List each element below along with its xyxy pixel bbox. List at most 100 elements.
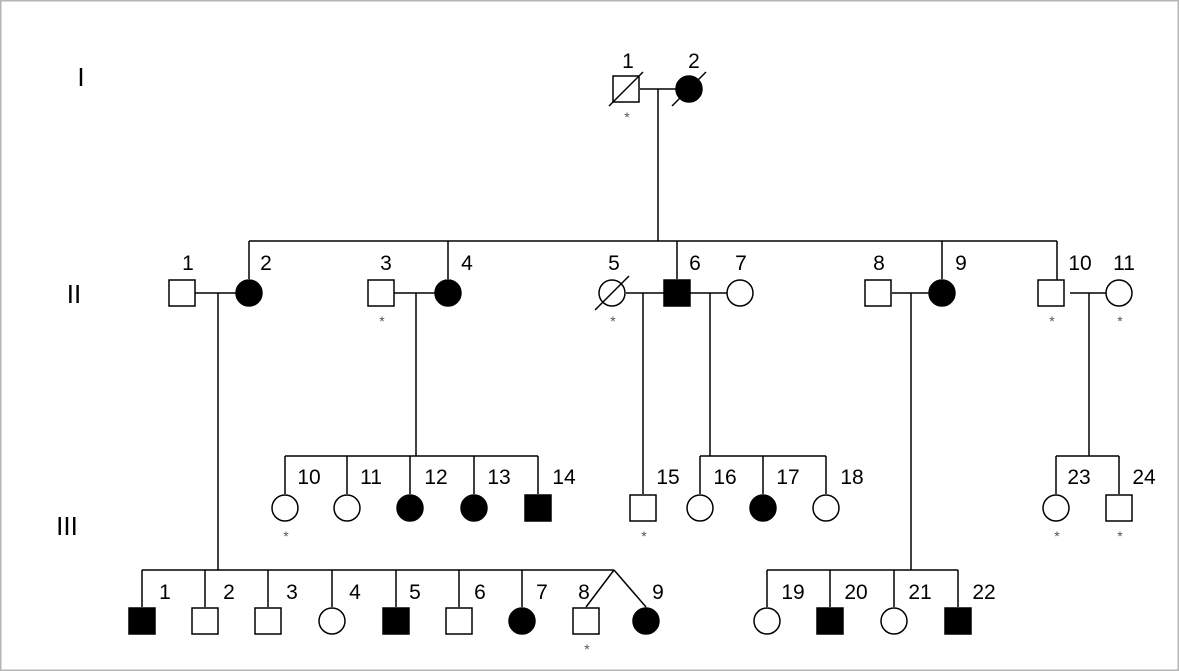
deceased-slash xyxy=(671,71,707,107)
affected-female-circle xyxy=(235,279,263,307)
unaffected-male-square xyxy=(367,279,395,307)
affected-female-circle xyxy=(928,279,956,307)
individual-II-3: 3* xyxy=(367,252,395,329)
individual-I-2: 2 xyxy=(671,50,707,107)
id-label-II-2: 2 xyxy=(260,252,272,275)
generation-label-I: I xyxy=(77,62,84,92)
individual-III-12: 12 xyxy=(396,466,448,522)
affected-male-square xyxy=(663,279,691,307)
unaffected-female-circle xyxy=(726,279,754,307)
individual-III-22: 22 xyxy=(944,581,996,635)
deceased-slash xyxy=(608,71,644,107)
unaffected-female-circle xyxy=(686,494,714,522)
id-label-III-23: 23 xyxy=(1067,466,1090,489)
affected-male-square xyxy=(128,607,156,635)
unaffected-male-square xyxy=(1105,494,1133,522)
unaffected-female-circle xyxy=(812,494,840,522)
id-label-III-10: 10 xyxy=(297,466,320,489)
individual-III-16: 16 xyxy=(686,466,737,522)
pedigree-lines xyxy=(141,88,1120,608)
individual-III-20: 20 xyxy=(816,581,868,635)
individual-III-15: 15* xyxy=(629,466,680,544)
twin-line-III-9 xyxy=(613,569,647,608)
unaffected-male-square xyxy=(629,494,657,522)
individual-III-7: 7 xyxy=(508,581,548,635)
individual-II-4: 4 xyxy=(434,252,473,307)
unaffected-male-square xyxy=(572,607,600,635)
individual-III-10: 10 * xyxy=(271,466,321,544)
id-label-II-4: 4 xyxy=(461,252,473,275)
individual-III-23: 23 * xyxy=(1042,466,1091,544)
sample-marker: * xyxy=(283,528,289,544)
unaffected-male-square xyxy=(168,279,196,307)
individual-III-14: 14 xyxy=(524,466,576,522)
individual-II-8: 8 xyxy=(864,252,892,307)
id-label-II-6: 6 xyxy=(689,252,701,275)
id-label-III-17: 17 xyxy=(776,466,799,489)
affected-female-circle xyxy=(396,494,424,522)
id-label-III-22: 22 xyxy=(972,581,995,604)
individual-III-5: 5 xyxy=(382,581,421,635)
id-label-III-11: 11 xyxy=(360,466,382,489)
unaffected-female-circle xyxy=(880,607,908,635)
unaffected-male-square xyxy=(191,607,219,635)
individual-II-5: 5* xyxy=(594,252,630,329)
id-label-II-10: 10 xyxy=(1068,252,1091,275)
individual-III-3: 3 xyxy=(254,581,298,635)
individual-II-10: 10* xyxy=(1037,252,1092,329)
id-label-III-7: 7 xyxy=(536,581,548,604)
affected-female-circle xyxy=(632,607,660,635)
unaffected-male-square xyxy=(864,279,892,307)
generation-label-II: II xyxy=(67,279,81,309)
id-label-III-12: 12 xyxy=(424,466,447,489)
id-label-II-8: 8 xyxy=(873,252,885,275)
sample-marker: * xyxy=(1117,313,1123,329)
individual-III-9: 9 xyxy=(632,581,664,635)
affected-female-circle xyxy=(749,494,777,522)
individual-III-19: 19 xyxy=(753,581,805,635)
id-label-III-2: 2 xyxy=(223,581,235,604)
individual-III-8: 8* xyxy=(572,581,600,657)
individual-III-4: 4 xyxy=(318,581,361,635)
individual-II-6: 6 xyxy=(663,252,701,307)
id-label-III-5: 5 xyxy=(409,581,421,604)
individual-III-24: 24 * xyxy=(1105,466,1156,544)
id-label-II-7: 7 xyxy=(735,252,747,275)
id-label-II-9: 9 xyxy=(955,252,967,275)
id-label-III-14: 14 xyxy=(552,466,576,489)
sample-marker: * xyxy=(1054,528,1060,544)
individual-III-17: 17 xyxy=(749,466,800,522)
unaffected-female-circle xyxy=(333,494,361,522)
individual-II-1: 1 xyxy=(168,252,196,307)
twin-line-III-8 xyxy=(585,569,615,608)
id-label-III-21: 21 xyxy=(908,581,931,604)
id-label-II-5: 5 xyxy=(608,252,620,275)
id-label-III-15: 15 xyxy=(656,466,679,489)
individual-II-7: 7 xyxy=(726,252,754,307)
id-label-I-1: 1 xyxy=(622,50,634,73)
generation-label-III: III xyxy=(56,511,78,541)
unaffected-female-circle xyxy=(271,494,299,522)
id-label-III-24: 24 xyxy=(1132,466,1156,489)
unaffected-female-circle xyxy=(1042,494,1070,522)
sample-marker: * xyxy=(379,313,385,329)
unaffected-male-square xyxy=(445,607,473,635)
affected-female-circle xyxy=(508,607,536,635)
affected-male-square xyxy=(382,607,410,635)
id-label-III-19: 19 xyxy=(781,581,804,604)
affected-male-square xyxy=(524,494,552,522)
id-label-III-1: 1 xyxy=(159,581,171,604)
unaffected-male-square xyxy=(1037,279,1065,307)
id-label-III-3: 3 xyxy=(286,581,298,604)
unaffected-female-circle xyxy=(1105,279,1133,307)
id-label-III-16: 16 xyxy=(713,466,736,489)
id-label-II-3: 3 xyxy=(380,252,392,275)
sample-marker: * xyxy=(624,109,630,125)
id-label-II-11: 11 xyxy=(1113,252,1135,275)
id-label-II-1: 1 xyxy=(182,252,194,275)
unaffected-female-circle xyxy=(318,607,346,635)
sample-marker: * xyxy=(1117,528,1123,544)
